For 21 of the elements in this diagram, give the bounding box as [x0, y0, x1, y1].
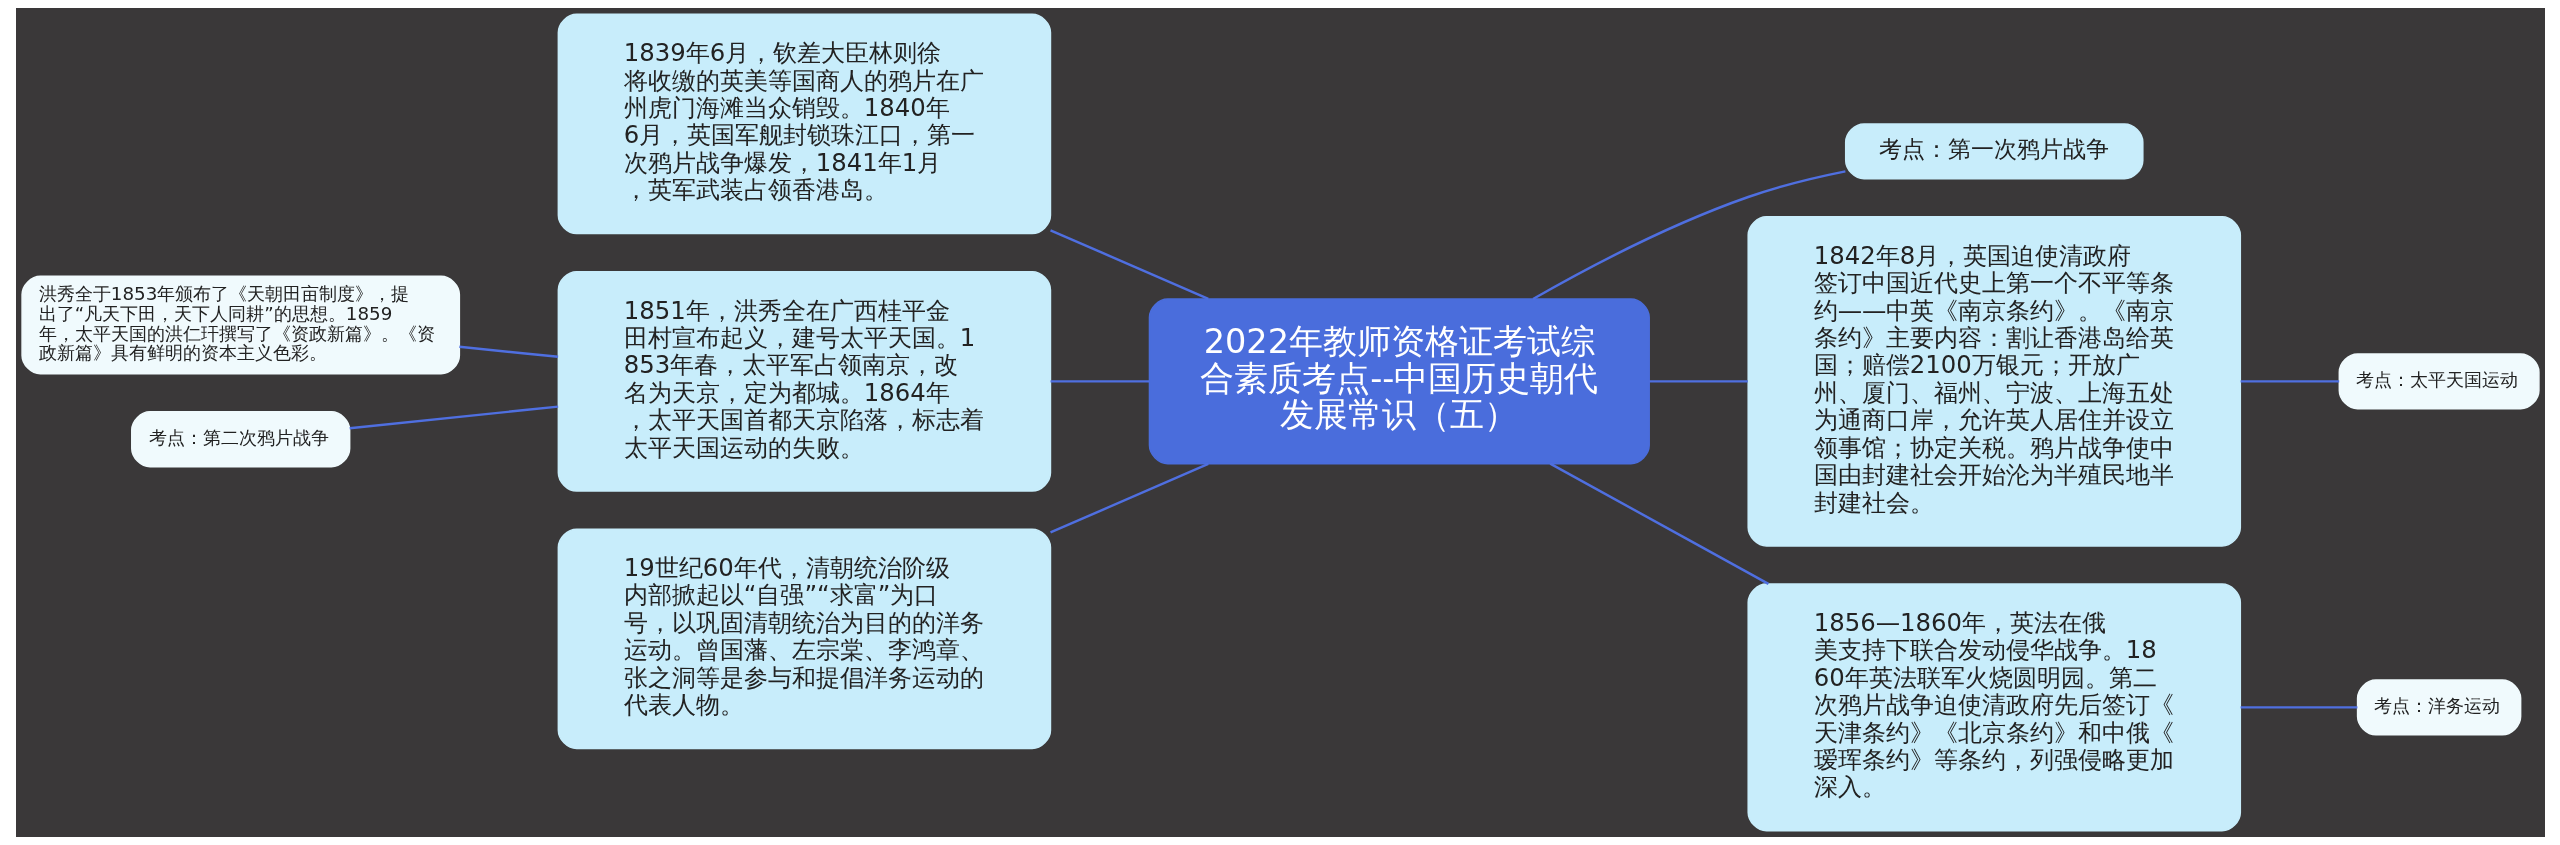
connector — [2240, 706, 2357, 709]
connector — [1049, 229, 1209, 301]
connector — [1549, 462, 1769, 585]
node-box: 考点：第二次鸦片战争 — [130, 411, 350, 468]
node-box: 洪秀全于1853年颁布了《天朝田亩制度》，提出了“凡天下田，天下人同耕”的思想。1859年，太平天国的洪仁玕撰写了《资政新篇》。《资政新篇》具有鲜明的资本主义色彩。 — [20, 275, 460, 375]
connector — [1648, 380, 1748, 383]
connector — [349, 405, 558, 430]
node-box: 19世纪60年代，清朝统治阶级内部掀起以“自强”“求富”为口号，以巩固清朝统治为目的的洋务运动。曾国藩、左宗棠、李鸿章、张之洞等是参与和提倡洋务运动的代表人物。 — [557, 528, 1051, 750]
connector — [1531, 170, 1846, 301]
connector — [1049, 462, 1209, 534]
connector — [1050, 380, 1149, 383]
connector — [458, 345, 558, 358]
node-box: 考点：第一次鸦片战争 — [1844, 123, 2144, 180]
node-box: 考点：洋务运动 — [2356, 679, 2521, 736]
node-box: 1842年8月，英国迫使清政府签订中国近代史上第一个不平等条约——中英《南京条约》。《南京条约》主要内容：割让香港岛给英国；赔偿2100万银元；开放广州、厦门、福州、宁波、上海五处为通商口岸，允许英人居住并设立领事馆；协定关税。鸦片战争使中国由封建社会开始沦为半殖民地半封建社会。 — [1746, 216, 2241, 547]
node-box: 1856—1860年，英法在俄美支持下联合发动侵华战争。1860年英法联军火烧圆明园。第二次鸦片战争迫使清政府先后签订《天津条约》《北京条约》和中俄《瑷珲条约》等条约，列强侵略更加深入。 — [1746, 583, 2241, 832]
connector — [2240, 380, 2339, 383]
node-box: 1851年，洪秀全在广西桂平金田村宣布起义，建号太平天国。1853年春，太平军占领南京，改名为天京，定为都城。1864年，太平天国首都天京陷落，标志着太平天国运动的失败。 — [557, 270, 1051, 492]
node-box: 1839年6月，钦差大臣林则徐将收缴的英美等国商人的鸦片在广州虎门海滩当众销毁。1840年6月，英国军舰封锁珠江口，第一次鸦片战争爆发，1841年1月，英军武装占领香港岛。 — [557, 13, 1051, 235]
node-box: 2022年教师资格证考试综合素质考点--中国历史朝代发展常识（五） — [1148, 298, 1650, 465]
node-box: 考点：太平天国运动 — [2338, 353, 2540, 410]
